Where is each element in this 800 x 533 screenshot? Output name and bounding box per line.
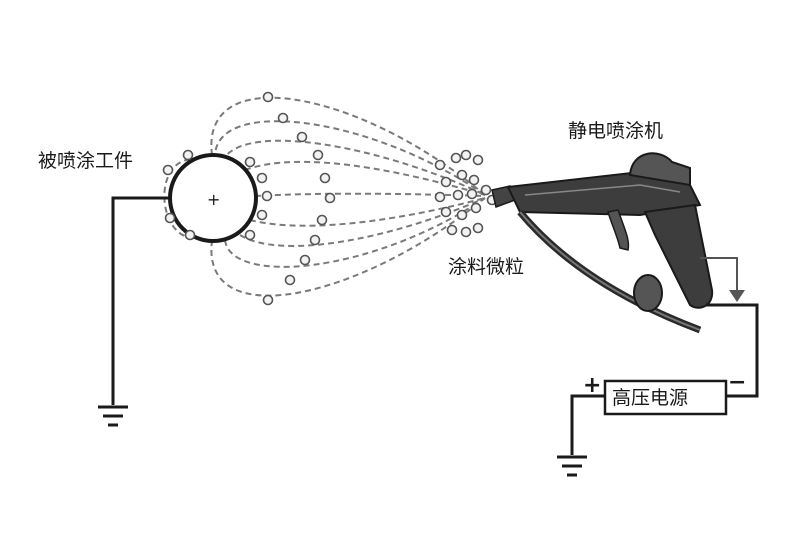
psu-plus-sign: + bbox=[583, 373, 601, 398]
ground-symbol-icon bbox=[557, 455, 587, 477]
workpiece-label: 被喷涂工件 bbox=[38, 150, 134, 172]
particle bbox=[456, 169, 468, 181]
particle bbox=[162, 164, 174, 176]
gun-top-cap bbox=[628, 152, 691, 187]
particle bbox=[434, 159, 446, 171]
workpiece-center-mark: + bbox=[207, 190, 220, 209]
particle bbox=[434, 191, 446, 203]
power-supply-label: 高压电源 bbox=[612, 387, 689, 409]
psu-minus-sign: − bbox=[728, 370, 746, 395]
particle bbox=[440, 176, 452, 188]
particle bbox=[450, 152, 462, 164]
particle bbox=[299, 254, 311, 266]
particle bbox=[296, 131, 308, 143]
ground-symbol-icon bbox=[98, 405, 128, 427]
gun-trigger bbox=[607, 209, 630, 251]
gun-hose-outline bbox=[519, 211, 701, 331]
particle bbox=[262, 91, 274, 103]
workpiece-ground-wire bbox=[111, 196, 170, 405]
particle bbox=[452, 189, 464, 201]
spray-gun-icon bbox=[491, 152, 714, 334]
particle bbox=[277, 112, 289, 124]
power-supply-box bbox=[603, 379, 728, 416]
particle bbox=[480, 184, 492, 196]
particle bbox=[456, 209, 468, 221]
particle bbox=[182, 149, 194, 161]
particle bbox=[460, 149, 472, 161]
particle bbox=[244, 229, 256, 241]
field-line bbox=[249, 197, 486, 227]
paint-particles-label: 涂料微粒 bbox=[448, 256, 525, 278]
field-line bbox=[244, 160, 486, 196]
psu-negative-wire bbox=[706, 303, 759, 398]
paint-particles bbox=[162, 91, 498, 306]
spray-gun-label: 静电喷涂机 bbox=[568, 120, 664, 142]
particle bbox=[309, 234, 321, 246]
particle bbox=[460, 226, 472, 238]
field-line bbox=[210, 96, 486, 196]
particle bbox=[472, 154, 484, 166]
gun-hose-fitting bbox=[633, 274, 663, 312]
gun-ground-wire bbox=[700, 257, 738, 292]
field-line bbox=[254, 192, 486, 197]
particle bbox=[284, 274, 296, 286]
particle bbox=[472, 222, 484, 234]
gun-handle bbox=[643, 203, 714, 309]
particle bbox=[262, 294, 274, 306]
particle bbox=[312, 149, 324, 161]
particle bbox=[446, 224, 458, 236]
particle bbox=[440, 206, 452, 218]
particle bbox=[244, 156, 256, 168]
particle bbox=[256, 209, 268, 221]
particle bbox=[468, 174, 480, 186]
particle bbox=[256, 172, 268, 184]
particle bbox=[324, 192, 336, 204]
field-line bbox=[224, 197, 486, 268]
particle bbox=[316, 214, 328, 226]
gun-ground-arrow-icon bbox=[729, 290, 745, 302]
psu-positive-wire bbox=[570, 394, 605, 455]
particle bbox=[261, 190, 273, 202]
field-line bbox=[221, 139, 486, 196]
particle bbox=[466, 188, 478, 200]
particle bbox=[319, 172, 331, 184]
particle bbox=[470, 202, 482, 214]
particle bbox=[164, 212, 176, 224]
field-line bbox=[210, 197, 486, 297]
particle bbox=[184, 229, 196, 241]
gun-barrel-highlight bbox=[524, 184, 681, 196]
